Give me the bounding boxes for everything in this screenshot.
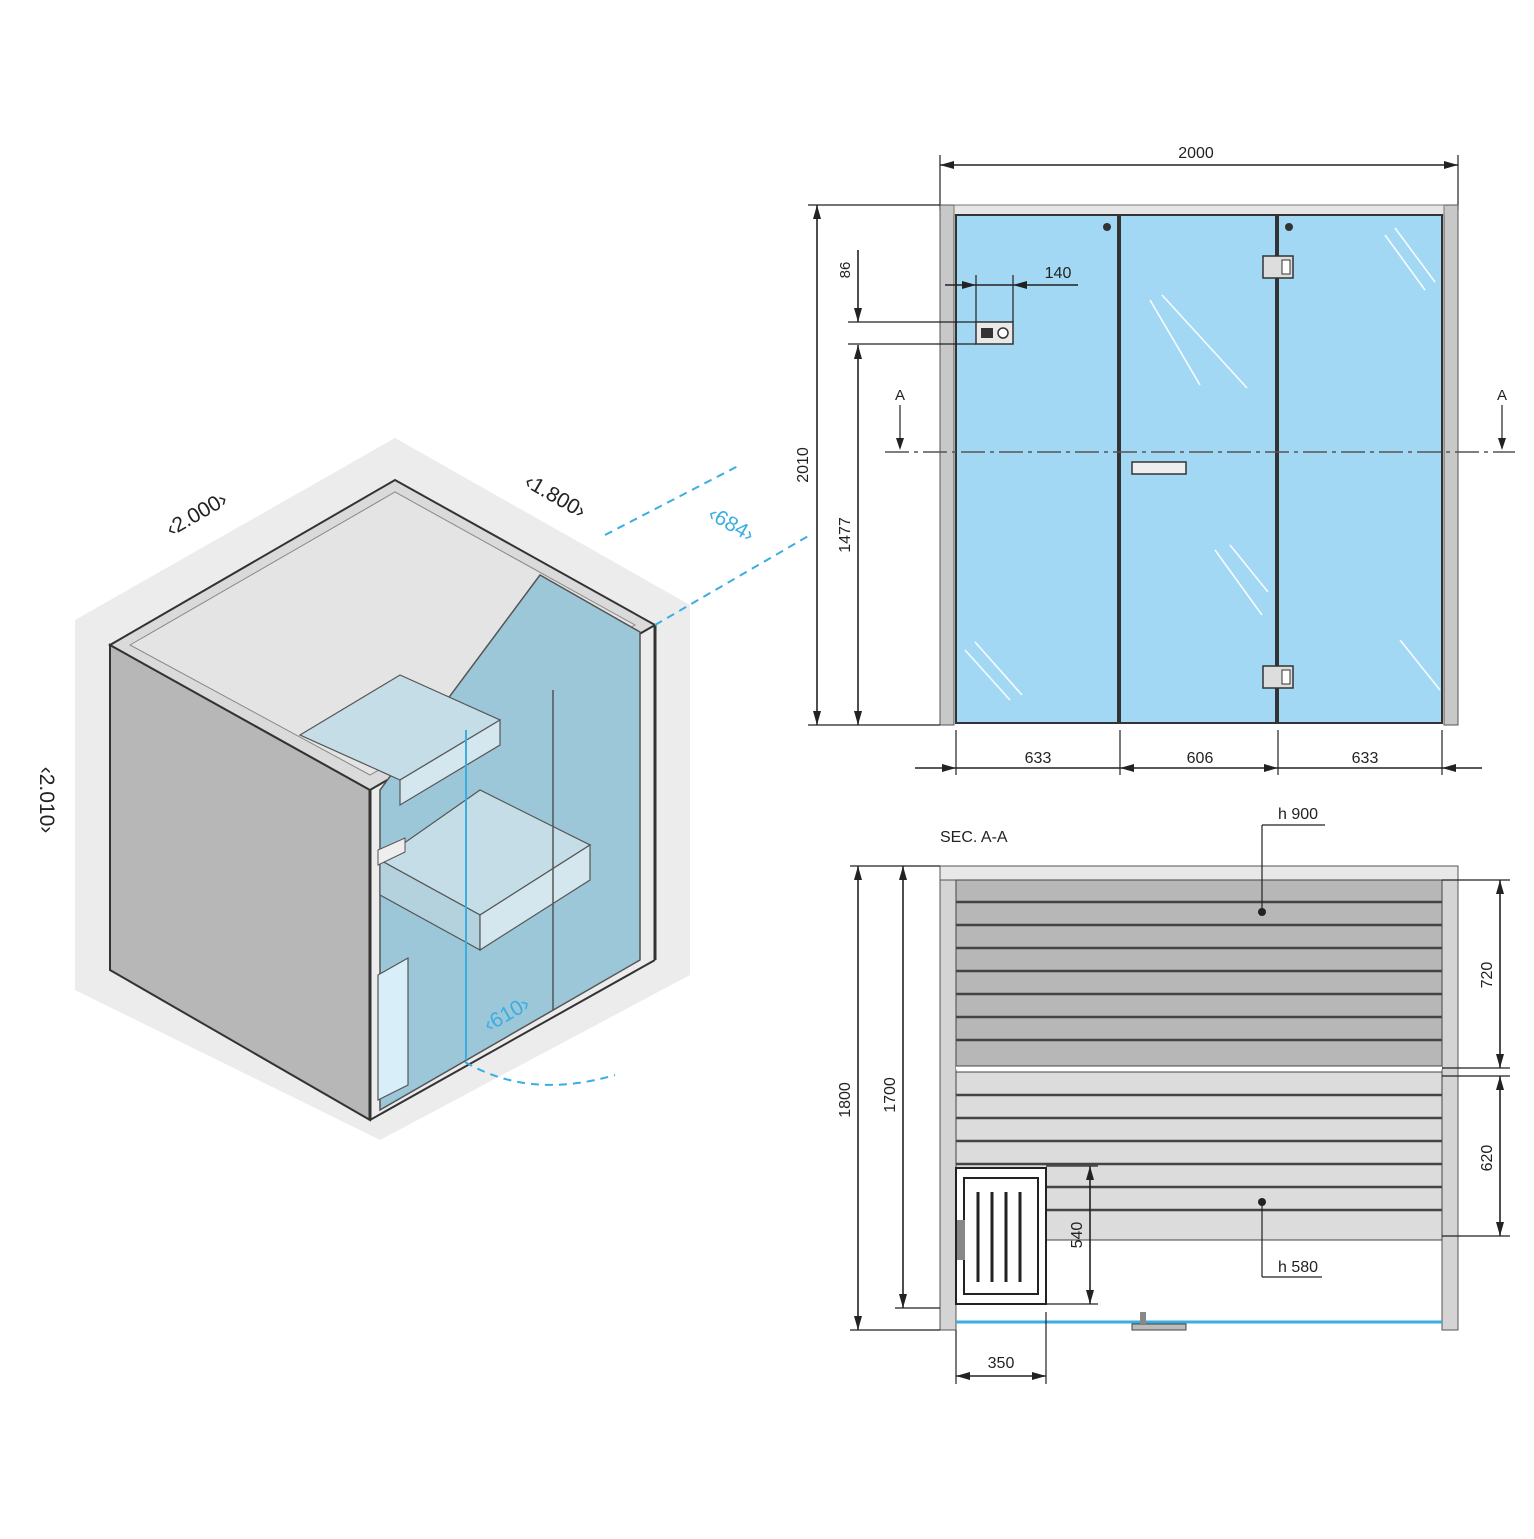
front-panel-right: 633	[1352, 750, 1379, 767]
front-view: 2000 A A	[795, 145, 1515, 775]
section-back-wall	[939, 865, 1459, 881]
front-overall-width: 2000	[1178, 145, 1214, 162]
front-section-height: 1477	[837, 517, 854, 553]
iso-door-line-left	[465, 730, 467, 1060]
front-glass-left	[955, 214, 1119, 724]
front-top-frame	[953, 204, 1445, 216]
front-glass-right	[1277, 214, 1443, 724]
front-right-frame	[1443, 204, 1459, 726]
section-upper-bench	[955, 879, 1443, 1067]
front-overall-height: 2010	[795, 447, 812, 483]
iso-ceiling-inner	[128, 491, 637, 776]
iso-door-swing-arc	[464, 1061, 616, 1086]
iso-panel-dim-line-top	[604, 464, 741, 536]
front-panel-left: 633	[1025, 750, 1052, 767]
section-outer-height: 1800	[837, 1082, 854, 1118]
section-upper-bench-label: h 900	[1278, 806, 1318, 823]
iso-heater	[377, 956, 409, 1101]
section-lower-depth: 620	[1479, 1145, 1496, 1172]
section-inner-height: 1700	[882, 1077, 899, 1113]
front-section-mark-right: A	[1497, 387, 1507, 404]
section-door-handle	[1131, 1323, 1187, 1331]
section-heater-height: 540	[1069, 1222, 1086, 1249]
section-title: SEC. A-A	[940, 829, 1008, 846]
section-heater-width: 350	[988, 1355, 1015, 1372]
front-left-frame	[939, 204, 955, 726]
iso-dim-height: ‹2.010›	[35, 767, 58, 834]
section-lower-bench-label: h 580	[1278, 1259, 1318, 1276]
iso-dim-width: ‹2.000›	[162, 488, 231, 541]
section-upper-depth: 720	[1479, 962, 1496, 989]
section-view: SEC. A-A	[837, 806, 1510, 1384]
section-right-wall	[1441, 865, 1459, 1331]
iso-panel-dim-line-bottom	[654, 534, 811, 626]
iso-dim-panel: ‹684›	[704, 502, 758, 546]
isometric-view: ‹2.000› ‹1.800› ‹2.010› ‹684› ‹610›	[35, 438, 811, 1140]
front-section-mark-left: A	[895, 387, 905, 404]
front-control-drop: 86	[837, 262, 854, 279]
front-door-handle	[1131, 461, 1187, 475]
section-left-wall	[939, 865, 957, 1331]
front-panel-door: 606	[1187, 750, 1214, 767]
front-control-offset: 140	[1045, 265, 1072, 282]
iso-control-box	[377, 837, 406, 866]
iso-dim-depth: ‹1.800›	[521, 470, 590, 523]
